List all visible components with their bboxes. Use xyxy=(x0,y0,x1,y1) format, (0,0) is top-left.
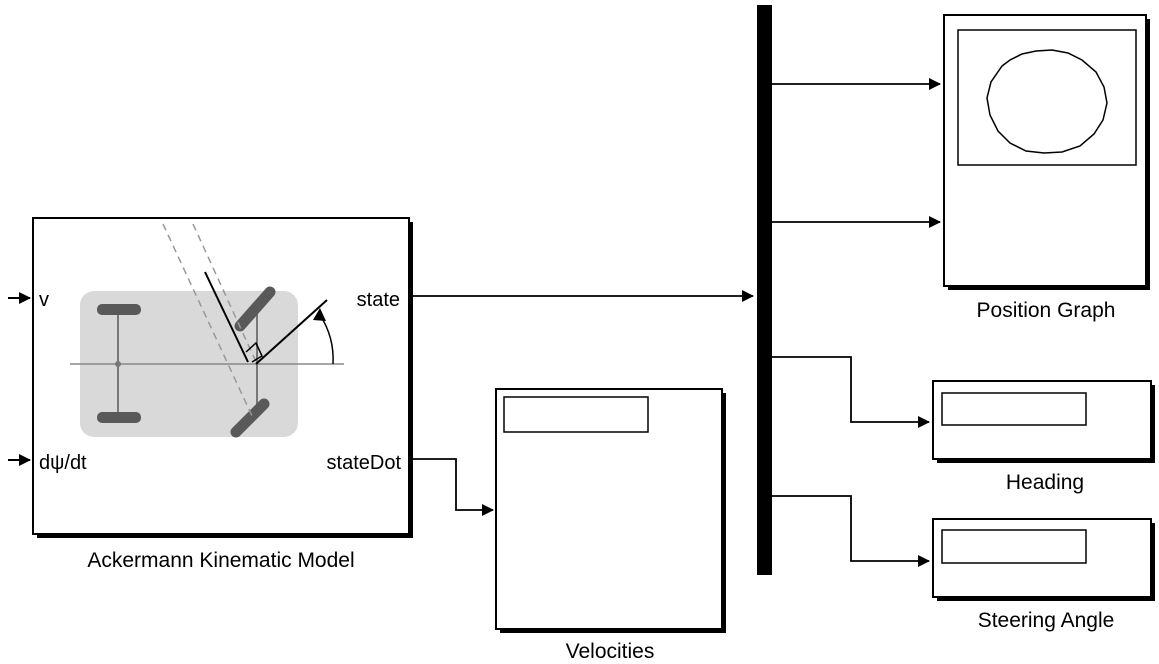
signal-to-steering-angle[interactable] xyxy=(772,495,930,567)
port-label-statedot: stateDot xyxy=(327,452,402,474)
xy-trajectory-preview xyxy=(986,49,1108,154)
steering-angle-block[interactable] xyxy=(932,518,1155,601)
mux-bar[interactable] xyxy=(757,5,772,575)
steering-angle-block-title: Steering Angle xyxy=(978,609,1115,632)
display-area xyxy=(941,392,1087,426)
heading-block-title: Heading xyxy=(1006,471,1084,494)
port-label-dpsi-dt: dψ/dt xyxy=(39,452,87,474)
signal-statedot[interactable] xyxy=(409,458,494,516)
port-label-state: state xyxy=(357,289,400,311)
velocities-block[interactable] xyxy=(495,388,726,633)
ackermann-block-title: Ackermann Kinematic Model xyxy=(87,549,354,572)
signal-to-heading[interactable] xyxy=(772,356,930,428)
ackermann-block[interactable]: v dψ/dt state stateDot xyxy=(32,217,413,538)
display-area xyxy=(503,396,649,433)
vehicle-icon xyxy=(70,223,344,438)
velocities-block-title: Velocities xyxy=(566,640,655,663)
heading-block[interactable] xyxy=(932,380,1155,463)
position-graph-block-title: Position Graph xyxy=(977,299,1116,322)
display-area xyxy=(941,529,1087,564)
port-label-v: v xyxy=(39,289,49,311)
position-graph-block[interactable] xyxy=(943,14,1150,290)
